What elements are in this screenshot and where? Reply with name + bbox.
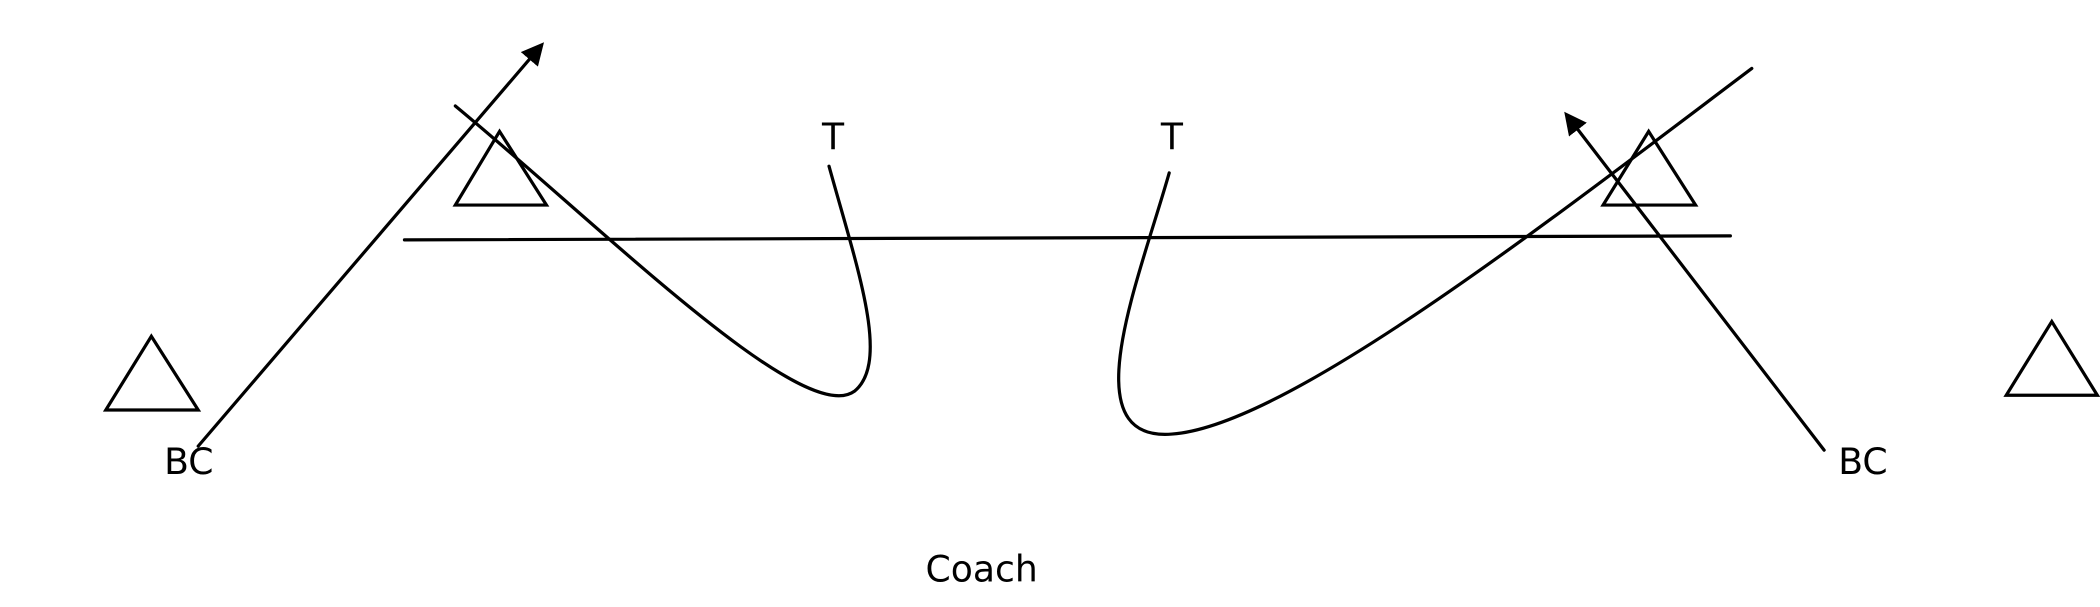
cone-far-left [102, 333, 202, 412]
arrow-left-run [196, 42, 544, 448]
cone-left [452, 128, 550, 207]
curved-path-right [1117, 66, 1754, 436]
horizontal-line [402, 234, 1732, 242]
player-label-right: BC [1838, 440, 1887, 483]
coach-label: Coach [926, 547, 1038, 590]
cone-right [1600, 128, 1699, 207]
target-label-left: T [821, 115, 845, 158]
arrow-right-run [1564, 111, 1826, 452]
cone-far-right [2003, 318, 2100, 397]
target-label-right: T [1160, 115, 1184, 158]
curved-path-left [453, 104, 872, 398]
player-label-left: BC [164, 440, 213, 483]
